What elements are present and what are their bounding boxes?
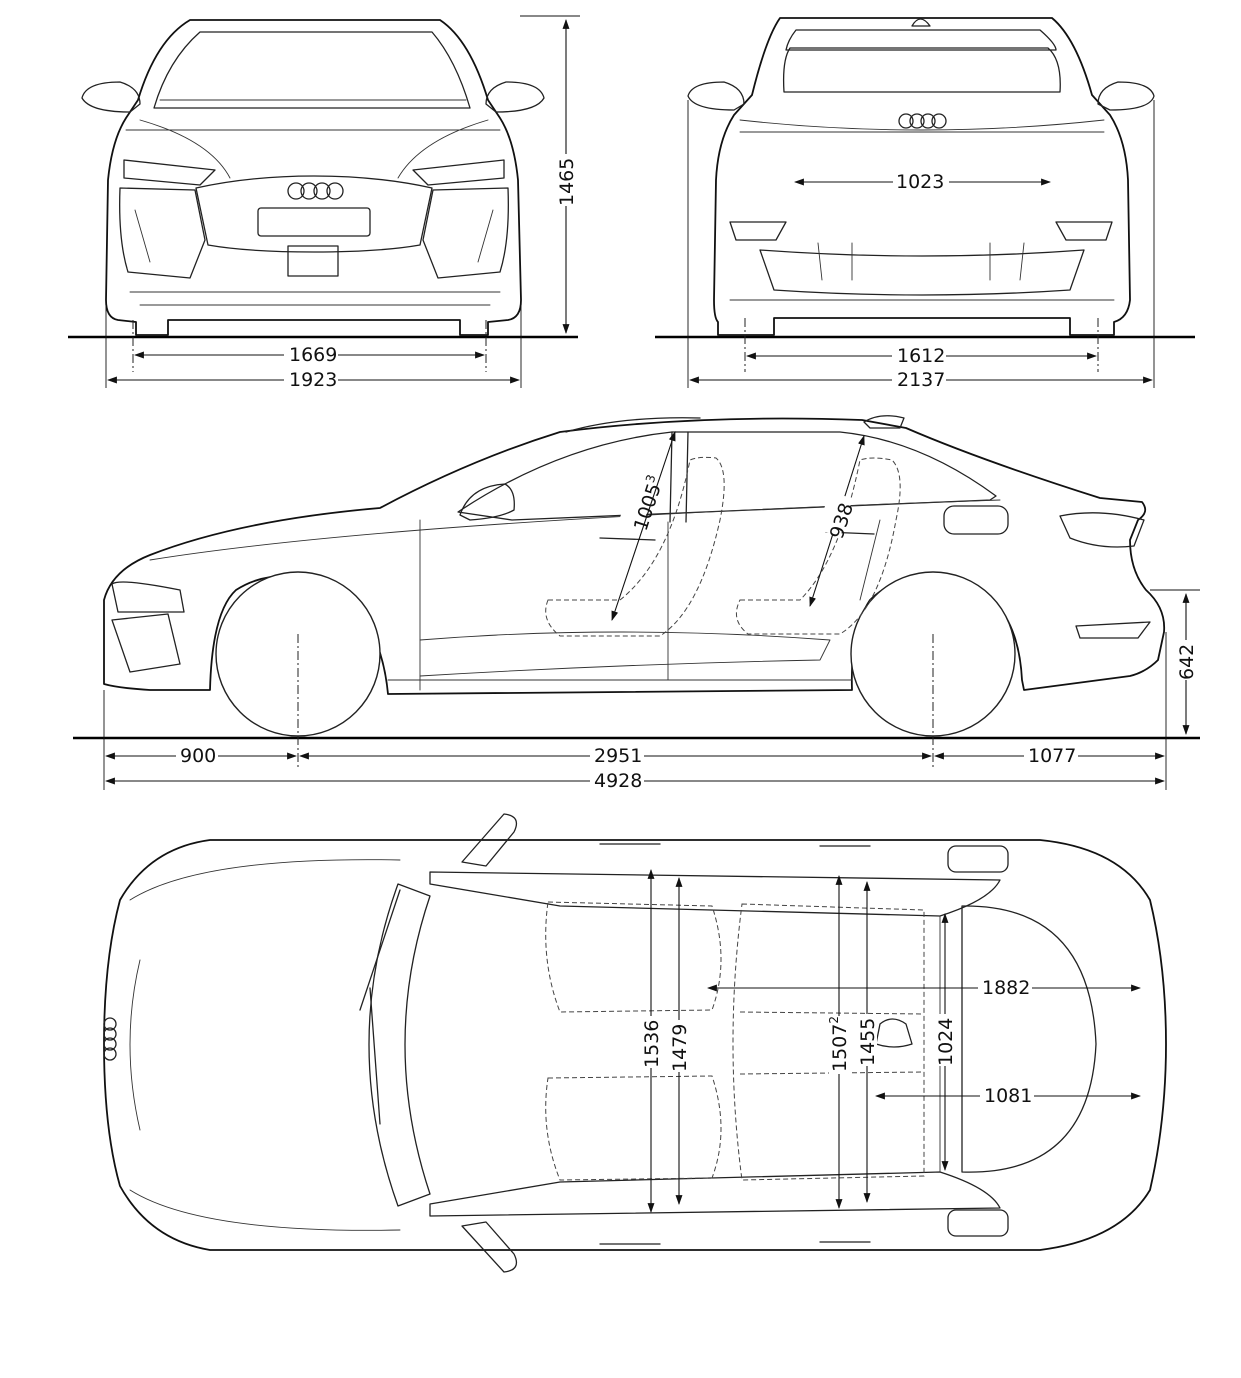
mirror-width-label: 2137	[897, 369, 945, 391]
side-dimensions: 10053 938 642 900 2951 1077 4928	[103, 431, 1200, 792]
side-view	[73, 415, 1200, 740]
rear-view	[655, 17, 1195, 339]
audi-rings-logo	[287, 182, 344, 200]
load-height-label: 642	[1176, 644, 1198, 680]
rear-dimensions: 1023 1612 2137	[687, 100, 1155, 391]
length-label: 4928	[594, 770, 642, 792]
top-dimensions: 1536 1479 15072 1455 1024 1882 1081	[641, 869, 1141, 1213]
cargo-length-label: 1081	[984, 1085, 1032, 1107]
rear-overhang-label: 1077	[1028, 745, 1076, 767]
tailgate-width-label: 1023	[896, 171, 944, 193]
rear-shoulder-width-label: 1455	[857, 1018, 879, 1066]
cargo-width-label: 1024	[935, 1018, 957, 1066]
cargo-length-max-label: 1882	[982, 977, 1030, 999]
wheelbase-label: 2951	[594, 745, 642, 767]
front-overhang-label: 900	[180, 745, 216, 767]
top-view	[103, 813, 1167, 1273]
front-elbow-width-label: 1536	[641, 1020, 663, 1068]
rear-elbow-width-label: 15072	[827, 1016, 851, 1072]
audi-rings-logo-top	[103, 1017, 117, 1061]
audi-rings-logo-rear	[898, 113, 947, 129]
front-view	[68, 19, 578, 339]
front-track-label: 1669	[289, 344, 337, 366]
rear-track-label: 1612	[897, 345, 945, 367]
front-shoulder-width-label: 1479	[669, 1024, 691, 1072]
height-label: 1465	[556, 158, 578, 206]
front-width-label: 1923	[289, 369, 337, 391]
front-dimensions: 1465 1669 1923	[105, 15, 580, 391]
